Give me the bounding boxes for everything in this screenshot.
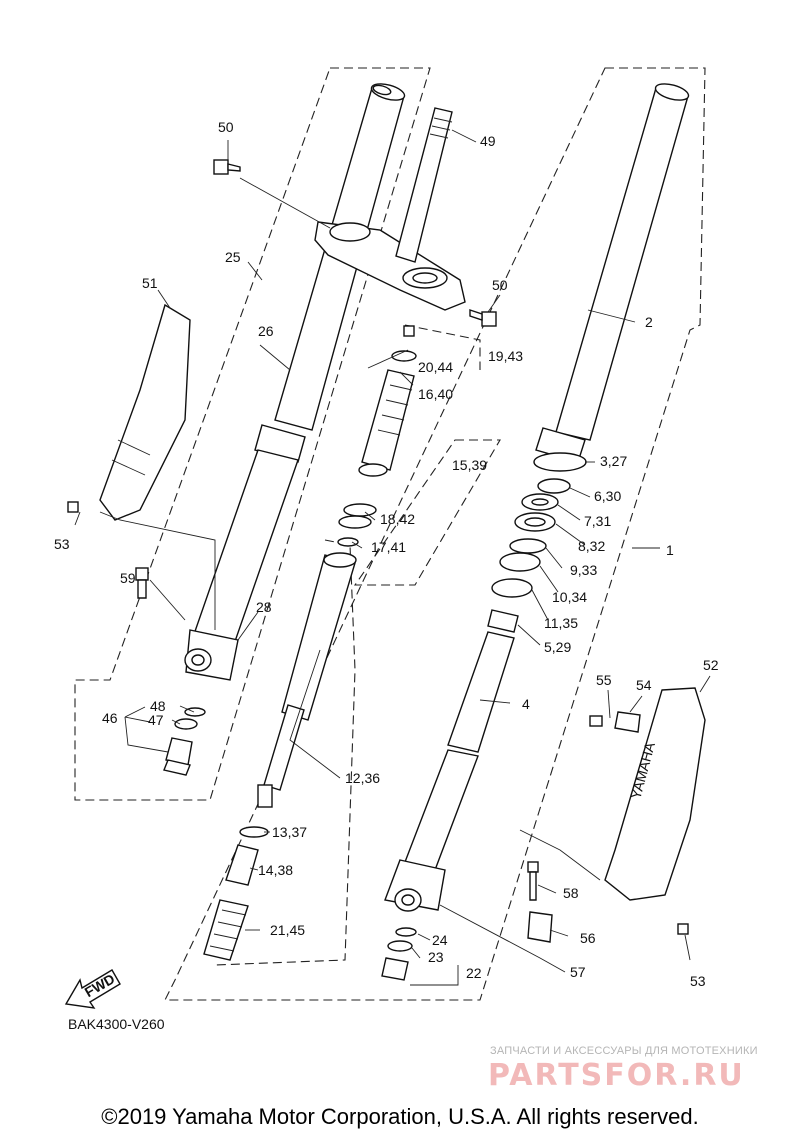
bolt-58 <box>527 861 539 901</box>
steering-stem-clamp <box>314 221 466 311</box>
callout-3: 3,27 <box>600 453 627 469</box>
steering-stem-49 <box>395 107 453 263</box>
callout-17: 17,41 <box>371 539 406 555</box>
cap-bolt-19 <box>403 325 415 337</box>
washer-7 <box>521 493 559 511</box>
bolt-50-lower <box>469 309 497 327</box>
callout-50b: 50 <box>492 277 508 293</box>
fork-guard-51 <box>99 303 191 521</box>
assembly-15-boundary <box>353 439 501 586</box>
callout-47: 47 <box>148 712 164 728</box>
callout-14: 14,38 <box>258 862 293 878</box>
callout-7: 7,31 <box>584 513 611 529</box>
callout-53b: 53 <box>690 973 706 989</box>
callout-6: 6,30 <box>594 488 621 504</box>
washer-47 <box>174 718 198 730</box>
callout-51: 51 <box>142 275 158 291</box>
callout-4: 4 <box>522 696 530 712</box>
o-ring-20 <box>391 350 417 362</box>
o-ring-24 <box>395 927 417 937</box>
axle-bracket-right <box>384 859 446 912</box>
bolt-50-upper <box>213 159 241 175</box>
callout-59: 59 <box>120 570 136 586</box>
callout-50a: 50 <box>218 119 234 135</box>
callout-5: 5,29 <box>544 639 571 655</box>
fork-exploded-diagram: YAMAHA <box>54 67 719 1009</box>
bolt-59 <box>135 567 149 599</box>
callout-24: 24 <box>432 932 448 948</box>
assembly-25-boundary <box>74 67 431 801</box>
leader-lines <box>74 129 711 986</box>
callout-54: 54 <box>636 677 652 693</box>
callout-52: 52 <box>703 657 719 673</box>
callout-12: 12,36 <box>345 770 380 786</box>
oil-seal-10 <box>499 552 541 572</box>
callout-25: 25 <box>225 249 241 265</box>
damper-assembly-16 <box>358 369 415 477</box>
bushing-5 <box>487 609 519 633</box>
o-ring-18 <box>338 503 377 529</box>
callout-9: 9,33 <box>570 562 597 578</box>
screw-53-left <box>67 501 79 513</box>
ring-17 <box>337 537 359 547</box>
axle-bracket-28 <box>184 629 239 681</box>
diagram-code: BAK4300-V260 <box>68 1016 165 1032</box>
callout-53a: 53 <box>54 536 70 552</box>
callout-28: 28 <box>256 599 272 615</box>
dust-seal-11 <box>491 578 533 598</box>
callout-56: 56 <box>580 930 596 946</box>
fork-guard-52: YAMAHA <box>604 687 706 901</box>
spacer-14 <box>225 844 259 886</box>
inner-tube-left <box>191 449 299 651</box>
assembly-1-boundary <box>164 67 706 1001</box>
assembly-19-boundary <box>404 324 481 370</box>
screw-55 <box>589 715 603 727</box>
washer-23 <box>387 940 413 952</box>
callout-11: 11,35 <box>544 615 578 631</box>
outer-tube-2 <box>535 83 690 463</box>
callout-20: 20,44 <box>418 359 453 375</box>
callout-2: 2 <box>645 314 653 330</box>
screw-53-right <box>677 923 689 935</box>
spring-21 <box>203 899 249 961</box>
callout-22: 22 <box>466 965 482 981</box>
inner-tube-4 <box>404 631 515 871</box>
callout-16: 16,40 <box>418 386 453 402</box>
callout-26: 26 <box>258 323 274 339</box>
damper-rod-12 <box>257 552 357 808</box>
bolt-46 <box>163 737 193 776</box>
callout-18: 18,42 <box>380 511 415 527</box>
ring-3 <box>533 452 587 472</box>
callout-8: 8,32 <box>578 538 605 554</box>
callout-48: 48 <box>150 698 166 714</box>
callout-23: 23 <box>428 949 444 965</box>
callout-46: 46 <box>102 710 118 726</box>
forward-arrow-icon: FWD <box>64 969 121 1009</box>
callout-49: 49 <box>480 133 496 149</box>
callout-57: 57 <box>570 964 586 980</box>
callout-15: 15,39 <box>452 457 487 473</box>
callout-58: 58 <box>563 885 579 901</box>
seal-8 <box>514 512 556 532</box>
clip-9 <box>509 538 547 554</box>
o-ring-13 <box>239 826 269 838</box>
copyright-text: ©2019 Yamaha Motor Corporation, U.S.A. A… <box>101 1104 699 1129</box>
bolt-22 <box>381 957 409 981</box>
bushing-6 <box>537 478 571 494</box>
callout-13: 13,37 <box>272 824 307 840</box>
callout-55: 55 <box>596 672 612 688</box>
callout-1: 1 <box>666 542 674 558</box>
callout-21: 21,45 <box>270 922 305 938</box>
callout-10: 10,34 <box>552 589 587 605</box>
callout-19: 19,43 <box>488 348 523 364</box>
clamp-54 <box>614 711 641 733</box>
watermark-logo: PARTSFOR.RU <box>488 1058 745 1093</box>
watermark-tagline: ЗАПЧАСТИ И АКСЕССУАРЫ ДЛЯ МОТОТЕХНИКИ <box>490 1045 758 1057</box>
clamp-56 <box>527 911 553 943</box>
